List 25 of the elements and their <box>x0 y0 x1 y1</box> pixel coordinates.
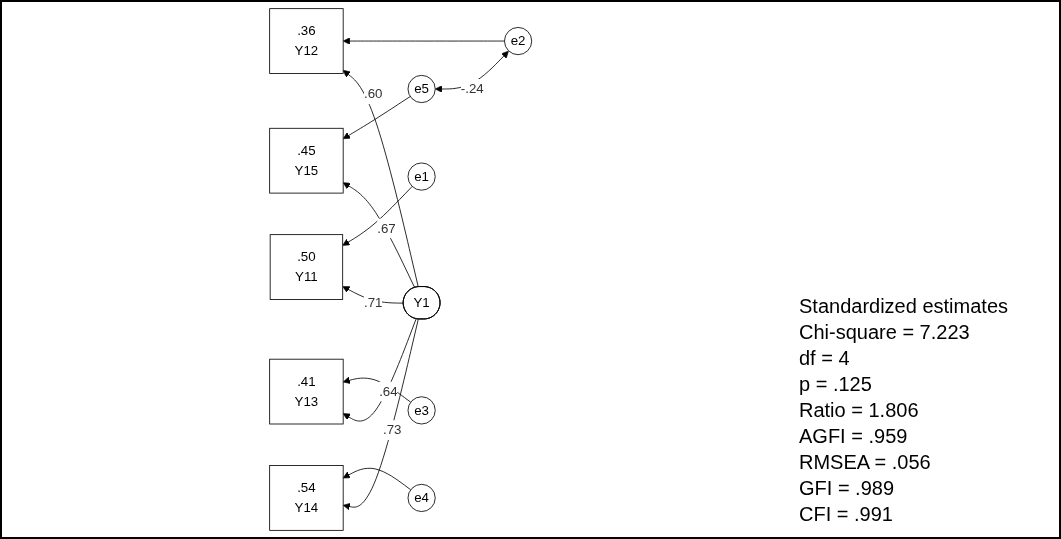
node-circle: e1 <box>407 162 436 191</box>
fit-statistic: AGFI = .959 <box>799 424 909 449</box>
node-box: .45 Y15 <box>269 127 344 194</box>
edge-label: .71 <box>363 295 383 310</box>
node-circle: e4 <box>407 483 436 512</box>
node-box: .41 Y13 <box>269 358 344 425</box>
edge-label: .73 <box>382 422 402 437</box>
edge-label: .64 <box>378 384 398 399</box>
fit-statistic: Standardized estimates <box>799 294 1009 319</box>
node-box: .50 Y11 <box>269 234 343 300</box>
edge-label: -.24 <box>460 81 484 96</box>
node-circle: e5 <box>407 74 436 104</box>
node-box: .54 Y14 <box>269 465 344 531</box>
fit-statistic: RMSEA = .056 <box>799 450 932 475</box>
fit-statistic: df = 4 <box>799 346 851 371</box>
node-circle: e2 <box>503 27 532 56</box>
fit-statistic: Ratio = 1.806 <box>799 398 920 423</box>
fit-statistic: Chi-square = 7.223 <box>799 320 971 345</box>
fit-statistic: CFI = .991 <box>799 502 894 527</box>
node-circle: e3 <box>407 396 436 425</box>
fit-statistic: GFI = .989 <box>799 476 896 501</box>
node-box: .36 Y12 <box>269 8 344 74</box>
edge-label: .60 <box>363 86 383 101</box>
fit-statistic: p = .125 <box>799 372 873 397</box>
edge-label: .67 <box>376 220 396 236</box>
